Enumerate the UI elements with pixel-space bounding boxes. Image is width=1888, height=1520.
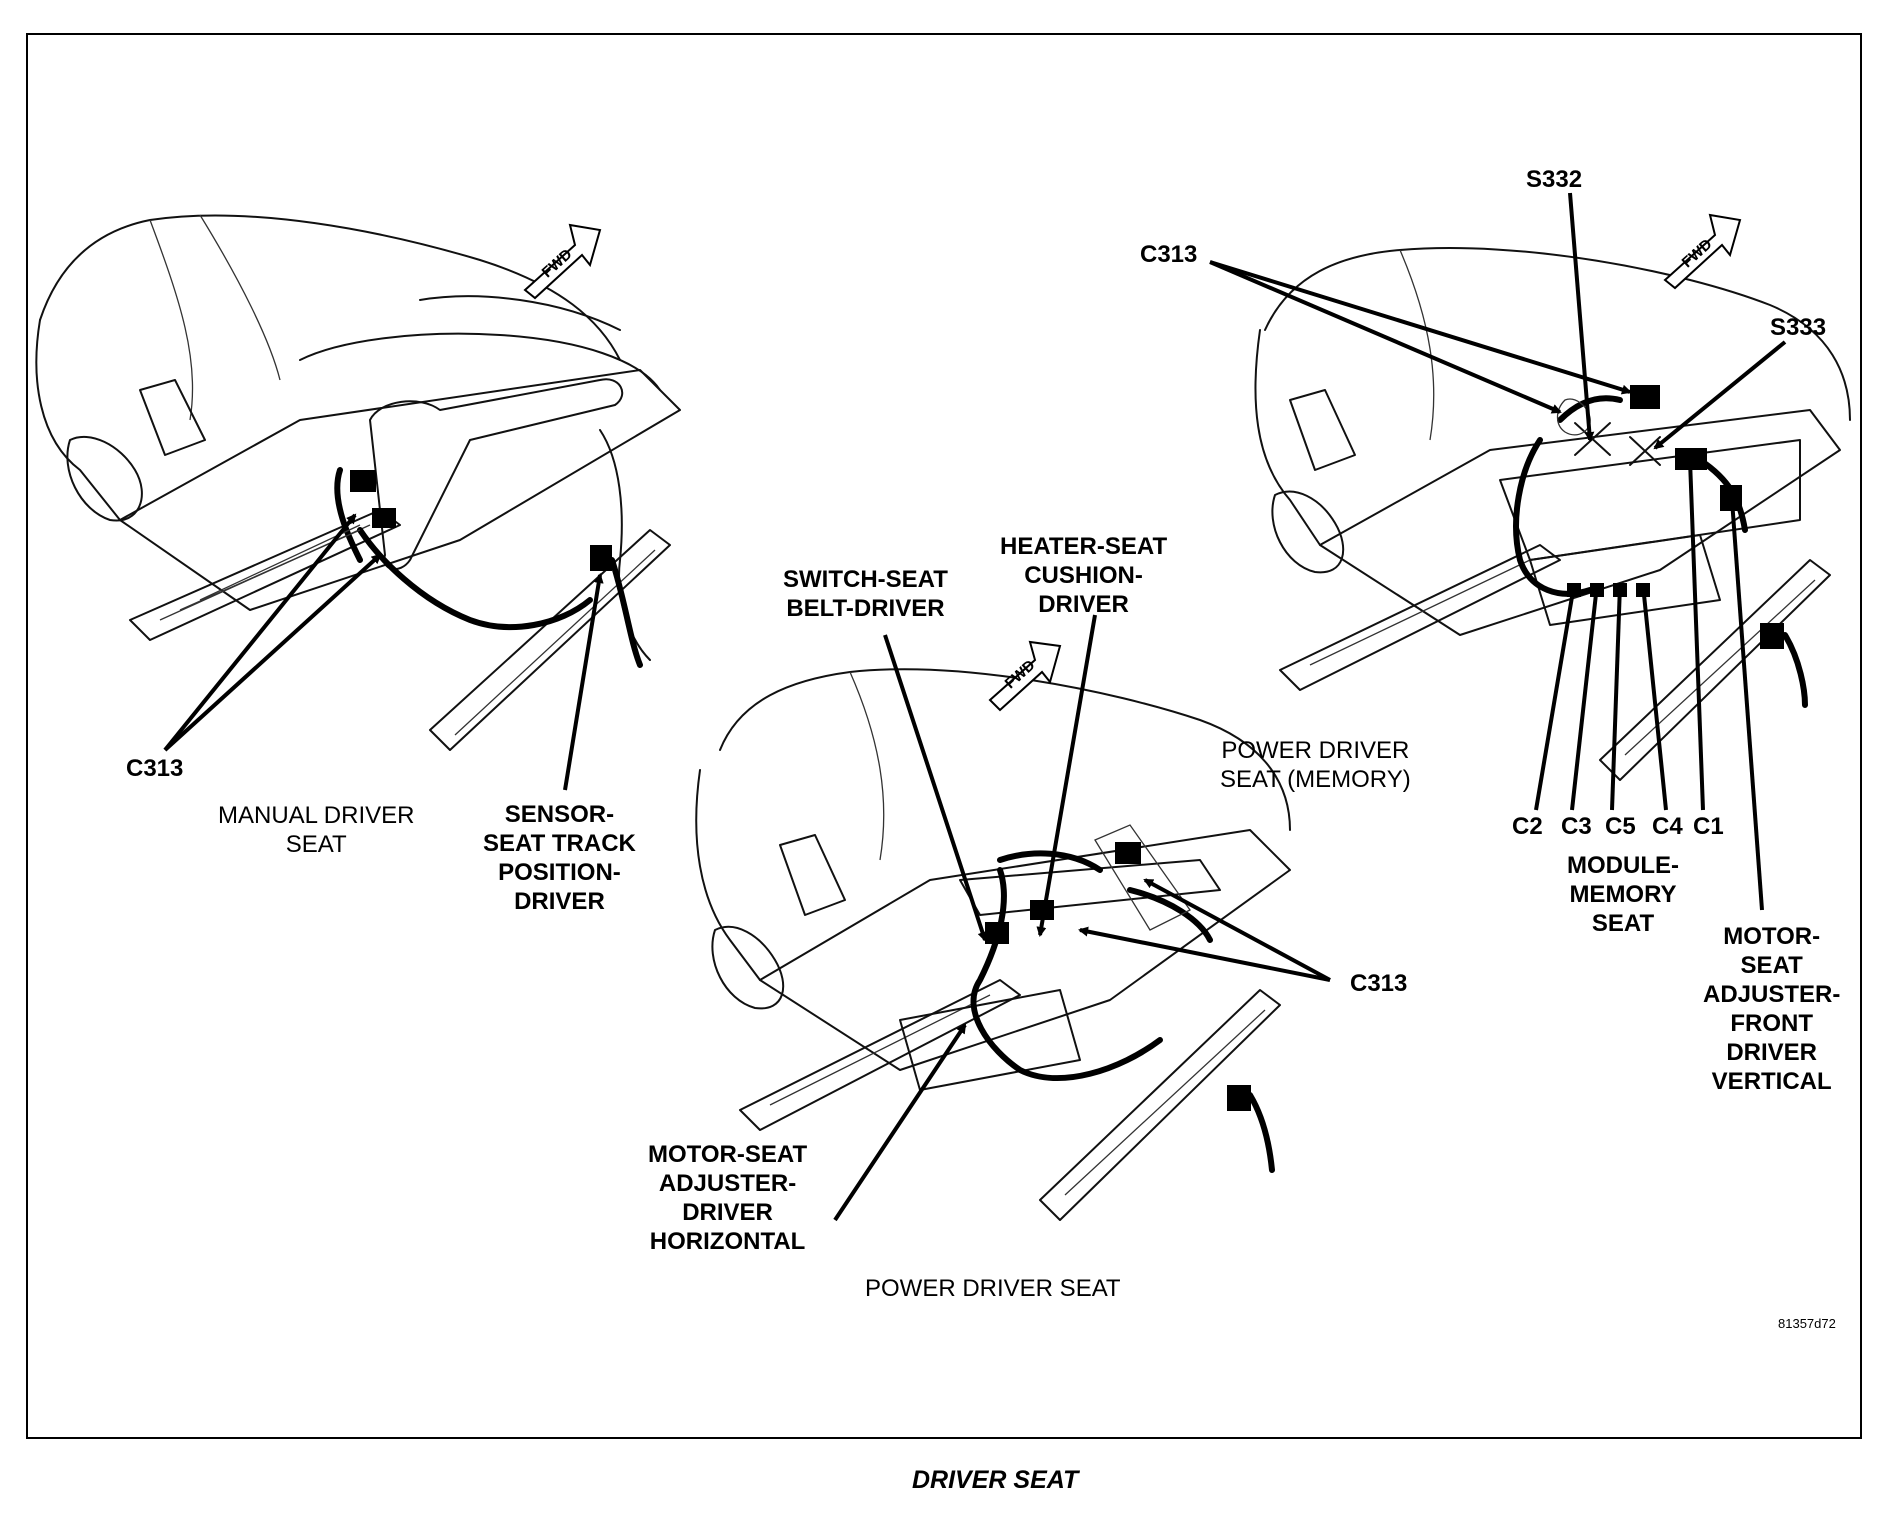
heater-seat-cushion-label: HEATER-SEAT CUSHION- DRIVER [1000,533,1168,618]
switch-seat-belt-label: SWITCH-SEAT BELT-DRIVER [783,566,948,622]
power-c313-label: C313 [1350,970,1408,997]
power-seat-caption: POWER DRIVER SEAT [865,1275,1121,1302]
c5-label: C5 [1605,813,1636,840]
figure-title: DRIVER SEAT [912,1466,1079,1494]
c3-label: C3 [1561,813,1592,840]
c1-label: C1 [1693,813,1724,840]
memory-c313-label: C313 [1140,241,1198,268]
power-fwd-arrow [988,640,1062,712]
leader-lines [163,192,1787,1222]
diagram-frame [26,33,1862,1439]
power-seat-illustration [695,668,1291,1221]
s332-label: S332 [1526,166,1583,193]
c4-label: C4 [1652,813,1683,840]
c2-label: C2 [1512,813,1543,840]
manual-c313-label: C313 [126,755,184,782]
sensor-seat-track-label: SENSOR- SEAT TRACK POSITION- DRIVER [483,801,636,915]
motor-seat-vertical-label: MOTOR- SEAT ADJUSTER- FRONT DRIVER VERTI… [1703,923,1841,1095]
motor-seat-horizontal-label: MOTOR-SEAT ADJUSTER- DRIVER HORIZONTAL [648,1141,808,1255]
memory-fwd-arrow [1663,213,1742,290]
memory-seat-caption: POWER DRIVER SEAT (MEMORY) [1220,737,1411,793]
manual-seat-caption: MANUAL DRIVER SEAT [218,802,415,858]
module-memory-seat-label: MODULE- MEMORY SEAT [1567,852,1679,937]
s333-label: S333 [1770,314,1827,341]
manual-fwd-arrow [523,223,602,300]
figure-reference-code: 81357d72 [1778,1316,1836,1331]
